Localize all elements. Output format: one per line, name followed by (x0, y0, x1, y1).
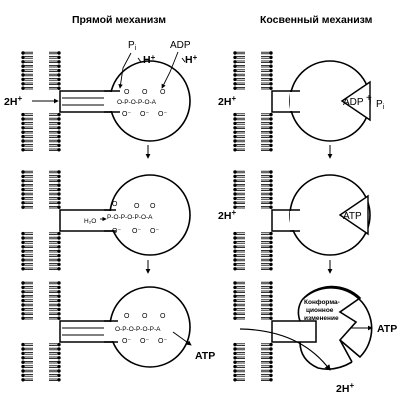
charged-oxygen: O⁻ (158, 111, 167, 118)
conformation-label: ционное (306, 307, 334, 314)
charged-oxygen: O⁻ (150, 228, 159, 235)
h-plus-label-1: H+ (143, 53, 156, 66)
charged-oxygen: O⁻ (122, 111, 131, 118)
conformation-label: Конформа- (304, 299, 340, 306)
water-label: H₂O (84, 218, 96, 225)
oxygen-top: O (124, 89, 130, 96)
atp-molecule-forming: P-O-P-O-P-O-A (107, 214, 153, 221)
oxygen-top: O (112, 201, 118, 208)
heading-indirect-mechanism: Косвенный механизм (260, 14, 373, 26)
charged-oxygen: O⁻ (140, 338, 149, 345)
adp-molecule: O-P-O-P-O-A (117, 99, 157, 106)
adp-label: ADP (343, 97, 364, 108)
proton-in-label: 2H+ (218, 94, 236, 108)
indirect-stage-2: 2H+ ATP (218, 170, 371, 270)
charged-oxygen: O⁻ (122, 338, 131, 345)
charged-oxygen: O⁻ (158, 338, 167, 345)
charged-oxygen: O⁻ (140, 111, 149, 118)
direct-stage-2: H₂O P-O-P-O-P-O-A O O O O⁻ O⁻ O⁻ (21, 170, 191, 270)
oxygen-top: O (134, 203, 140, 210)
atp-label-left: ATP (195, 350, 215, 362)
proton-in-label: 2H+ (4, 94, 22, 108)
oxygen-top: O (160, 89, 166, 96)
oxygen-top: O (142, 89, 148, 96)
direct-stage-3: O-P-O-P-O-P-A O O O O⁻ O⁻ O⁻ ATP (21, 281, 215, 381)
charged-oxygen: O⁻ (132, 228, 141, 235)
direct-stage-1: 2H+ Pi H+ ADP H+ O-P-O-P-O-A O O O O⁻ O⁻… (4, 40, 198, 152)
indirect-stage-3: Конформа- ционное изменение ATP 2H+ (233, 281, 397, 395)
pi-label: Pi (128, 40, 137, 52)
atp-label-right: ATP (377, 323, 397, 335)
charged-oxygen: O⁻ (112, 228, 121, 235)
oxygen-top: O (124, 313, 130, 320)
oxygen-top: O (142, 313, 148, 320)
plus-sign: + (366, 93, 372, 104)
pi-label: Pi (376, 99, 385, 111)
indirect-stage-1: 2H+ ADP + Pi (218, 51, 385, 151)
adp-label: ADP (170, 40, 191, 51)
heading-direct-mechanism: Прямой механизм (72, 14, 166, 26)
oxygen-top: O (150, 203, 156, 210)
atp-label: ATP (343, 211, 362, 222)
oxygen-top: O (160, 313, 166, 320)
atp-molecule-released: O-P-O-P-O-P-A (115, 326, 161, 333)
h-plus-label-2: H+ (185, 53, 198, 66)
proton-out-label: 2H+ (336, 381, 354, 395)
conformation-label: изменение (304, 315, 339, 322)
proton-in-label: 2H+ (218, 208, 236, 222)
